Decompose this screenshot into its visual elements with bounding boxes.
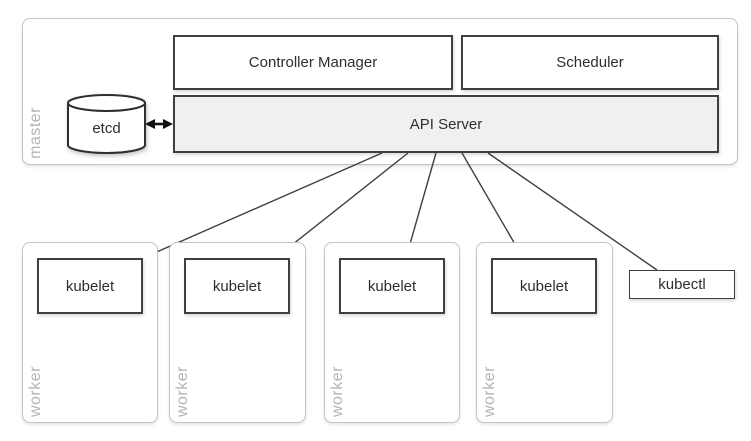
worker-node-container: worker kubelet xyxy=(169,242,306,423)
worker-label: worker xyxy=(27,365,44,417)
worker-node-container: worker kubelet xyxy=(324,242,460,423)
api-server-label: API Server xyxy=(409,115,483,133)
kubectl-label: kubectl xyxy=(658,276,706,293)
controller-manager-box: Controller Manager xyxy=(173,35,453,90)
worker-label: worker xyxy=(174,365,191,417)
connector-line xyxy=(277,152,409,257)
worker-node-container: worker kubelet xyxy=(476,242,613,423)
kubelet-label: kubelet xyxy=(519,277,569,295)
scheduler-label: Scheduler xyxy=(556,54,624,71)
kubelet-label: kubelet xyxy=(212,277,262,295)
controller-manager-label: Controller Manager xyxy=(248,54,378,71)
worker-node-container: worker kubelet xyxy=(22,242,158,423)
kubelet-box: kubelet xyxy=(184,258,290,314)
etcd-database-cylinder-icon xyxy=(67,94,146,154)
kubelet-label: kubelet xyxy=(65,277,115,295)
worker-label: worker xyxy=(481,365,498,417)
kubelet-label: kubelet xyxy=(367,277,417,295)
kubelet-box: kubelet xyxy=(339,258,445,314)
kubelet-box: kubelet xyxy=(491,258,597,314)
etcd-label: etcd xyxy=(92,119,121,137)
worker-label: worker xyxy=(329,365,346,417)
kubelet-box: kubelet xyxy=(37,258,143,314)
api-server-box: API Server xyxy=(173,95,719,153)
kubectl-box: kubectl xyxy=(629,270,735,299)
master-label: master xyxy=(27,107,44,159)
scheduler-box: Scheduler xyxy=(461,35,719,90)
